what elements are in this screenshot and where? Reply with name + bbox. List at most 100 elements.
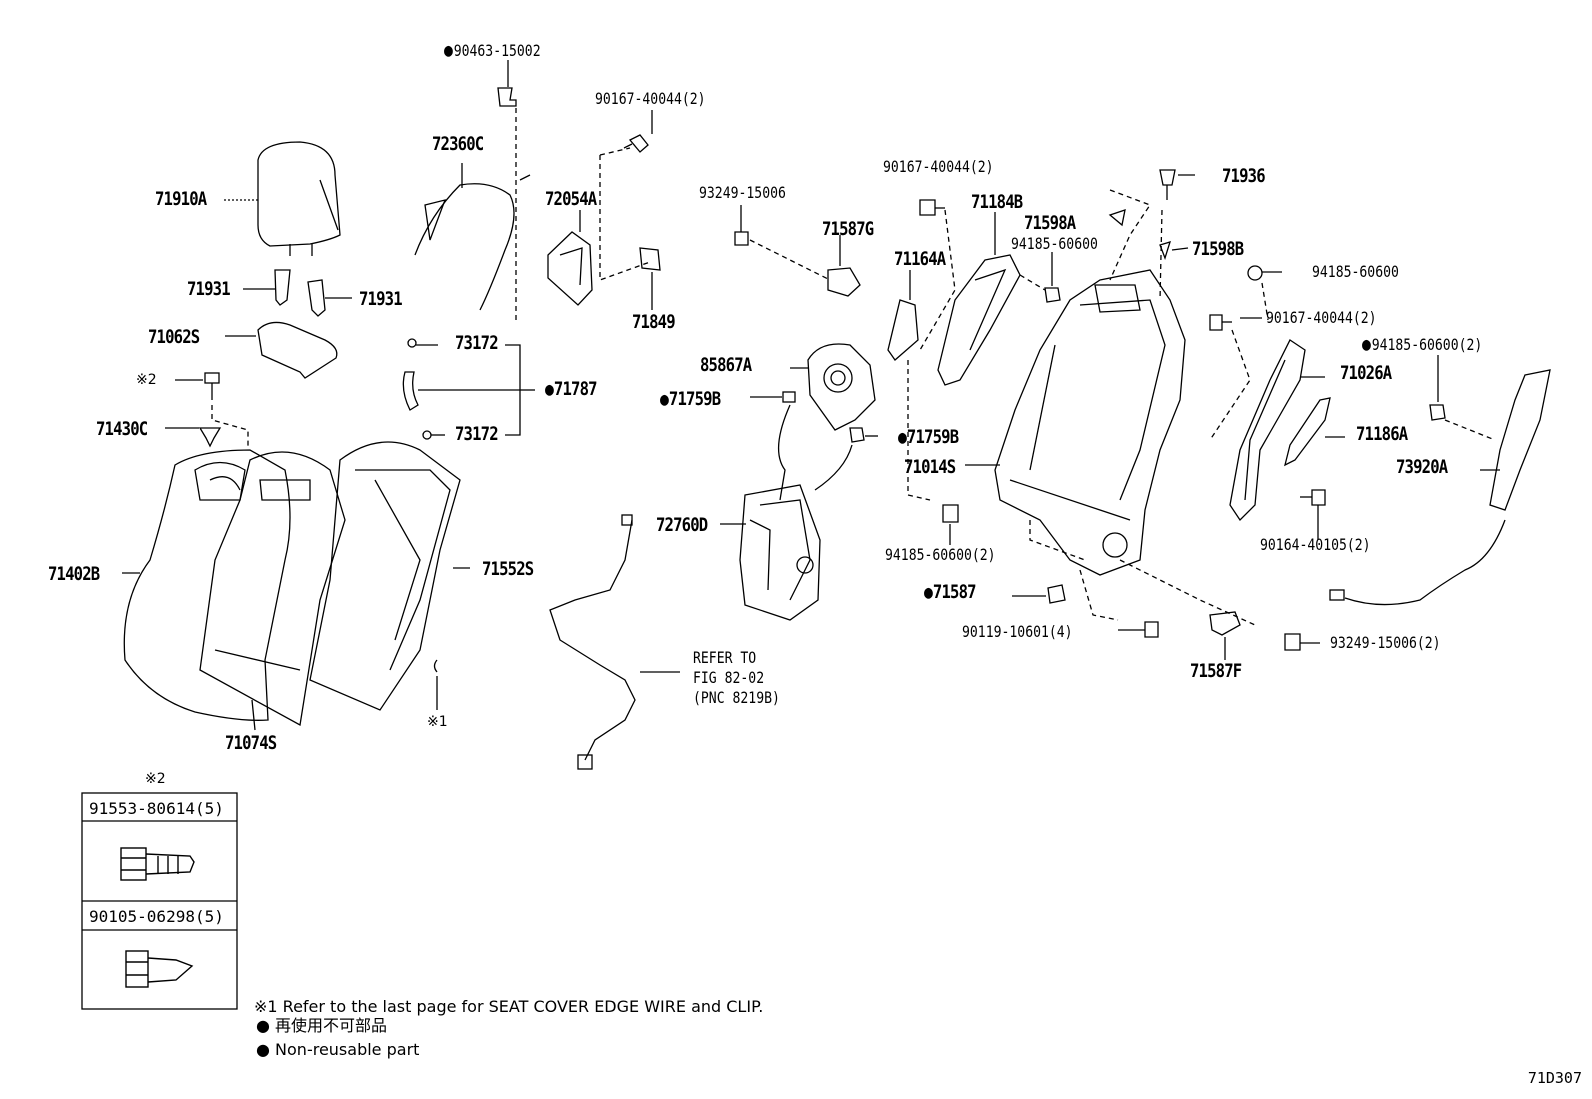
diagram-code: 71D307 [1527,1069,1582,1087]
label-72054A: 72054A [545,188,597,210]
harness-8219B [549,514,680,770]
recliner-71184B [919,199,1046,386]
label-71587F: 71587F [1190,660,1242,682]
bracket-72054A [547,110,653,306]
label-85867A: 85867A [700,354,752,376]
back-board-71552S [309,441,470,711]
label-71074S: 71074S [225,732,277,754]
pad-71849 [639,247,661,310]
label-94185-60600-d: 94185-60600(2) [885,545,996,564]
label-71936: 71936 [1222,165,1266,187]
clip-71598B [1159,241,1189,260]
clip-71587 [1012,584,1066,604]
label-93249-15006-b: 93249-15006(2) [1330,633,1441,652]
label-71014S: 71014S [904,456,956,478]
label-71164A: 71164A [894,248,946,270]
label-73920A: 73920A [1396,456,1448,478]
label-90167-40044-b: 90167-40044(2) [883,157,994,176]
lumbar-assy-72760D [720,484,821,621]
bolt-93249 [734,205,831,281]
label-90164-40105: 90164-40105(2) [1260,535,1371,554]
mark-2: ※2 [136,372,157,388]
bolt-90105 [125,950,194,988]
label-71759B-a: 71759B [660,390,721,409]
bolt-box [81,792,238,1010]
cable-72360C [414,163,531,311]
label-90167-40044-c: 90167-40044(2) [1266,308,1377,327]
headrest-guides-71931 [243,269,352,317]
label-71759B-b: 71759B [898,428,959,447]
label-94185-60600-a: 94185-60600 [1011,234,1098,253]
note-edge-wire: ※1 Refer to the last page for SEAT COVER… [254,997,764,1016]
bolt-90164 [1300,489,1326,540]
label-71849: 71849 [632,311,676,333]
bracket-71164A [887,270,931,501]
bolt-90167-c [1209,314,1262,441]
label-71587G: 71587G [822,218,874,240]
bracket-71186A [1284,397,1345,467]
label-71787: 71787 [545,380,598,399]
bolt-93249-b [1284,633,1320,651]
note-nonreusable-en: ● Non-reusable part [256,1040,420,1059]
label-71910A: 71910A [155,188,207,210]
label-90119-10601: 90119-10601(4) [962,622,1073,641]
airbag-73920A [1329,369,1551,606]
clip-90463 [497,60,517,320]
note-nonreusable-en-text: Non-reusable part [275,1040,420,1059]
nut-94185-b [1247,265,1282,321]
box-mark-2: ※2 [145,771,166,787]
label-72360C: 72360C [432,133,484,155]
lumbar-85867A [790,343,876,431]
box-label-91553: 91553-80614(5) [89,799,224,818]
box-label-90105: 90105-06298(5) [89,907,224,926]
note-nonreusable-jp-text: 再使用不可部品 [275,1016,388,1035]
label-refer-fig: FIG 82-02 [693,668,765,687]
clip-71759B-right [814,427,878,491]
note-nonreusable-jp: ● 再使用不可部品 [256,1016,388,1035]
label-71598B: 71598B [1192,238,1244,260]
label-71931-a: 71931 [187,278,231,300]
label-71598A: 71598A [1024,212,1076,234]
label-93249-15006: 93249-15006 [699,183,786,202]
label-94185-60600-c: 94185-60600(2) [1362,336,1483,354]
seatback-pad-71074S [199,451,346,731]
headrest-71910A [224,141,341,256]
bolt-90119 [1118,621,1159,638]
garnish-71062S [225,321,338,379]
label-71062S: 71062S [148,326,200,348]
label-71184B: 71184B [971,191,1023,213]
bolt-small [175,372,249,450]
nut-94185-d [942,504,959,545]
label-71026A: 71026A [1340,362,1392,384]
label-71186A: 71186A [1356,423,1408,445]
label-94185-60600-b: 94185-60600 [1312,262,1399,281]
label-refer-pnc: (PNC 8219B) [693,688,780,707]
label-90463-15002: 90463-15002 [444,42,541,60]
mark-1: ※1 [427,714,448,730]
screw-71936 [1159,169,1195,301]
label-71552S: 71552S [482,558,534,580]
recliner-71026A [1229,339,1325,522]
label-73172-b: 73172 [455,423,499,445]
bracket-71587F [1209,611,1241,660]
label-71587: 71587 [924,583,977,602]
clip-71430C [165,427,222,448]
seatback-cover-71402B [122,449,291,721]
label-71931-b: 71931 [359,288,403,310]
bracket-71587G [827,235,861,297]
nut-94185-c [1429,355,1496,441]
seatback-frame-71014S [965,269,1256,626]
label-73172-a: 73172 [455,332,499,354]
bracket-71598A [1108,189,1151,281]
label-refer-to: REFER TO [693,648,757,667]
label-72760D: 72760D [656,514,708,536]
label-90167-40044-a: 90167-40044(2) [595,89,706,108]
clip-hook [433,659,438,673]
label-71402B: 71402B [48,563,100,585]
clip-71759B-left [750,391,796,501]
bolt-91553 [120,847,195,881]
label-71430C: 71430C [96,418,148,440]
clips-73172 [402,338,535,440]
